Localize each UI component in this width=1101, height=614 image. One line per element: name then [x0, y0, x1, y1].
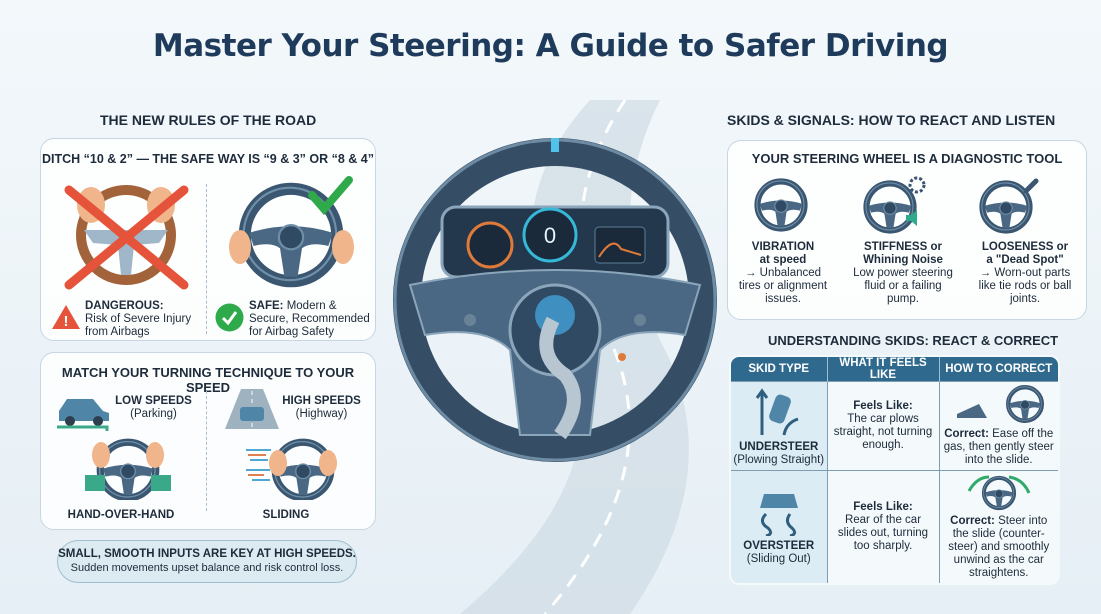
oversteer-sub: (Sliding Out) [746, 552, 811, 565]
sliding-label: SLIDING [262, 509, 310, 521]
diagnostic-panel: YOUR STEERING WHEEL IS A DIAGNOSTIC TOOL… [727, 140, 1087, 320]
tip-text: Sudden movements upset balance and risk … [70, 562, 344, 574]
oversteer-car-icon [759, 493, 798, 538]
skids-heading: UNDERSTANDING SKIDS: REACT & CORRECT [768, 333, 1059, 348]
looseness-wheel-chain-icon [978, 178, 1039, 235]
safe-text: Modern & Secure, Recommended for Airbag … [249, 300, 370, 338]
danger-text: Risk of Severe Injury from Airbags [85, 313, 192, 338]
stiffness-text: Low power steering fluid or a failing pu… [853, 267, 953, 305]
feels-like-label: Feels Like: [853, 500, 913, 513]
hand-position-heading: DITCH “10 & 2” — THE SAFE WAY IS “9 & 3”… [41, 152, 375, 166]
highway-car-icon [225, 389, 279, 429]
correct-label: Correct: [950, 515, 995, 528]
nine-three-wheel-icon [229, 176, 354, 295]
low-speeds-sub: (Parking) [130, 408, 177, 420]
hand-position-panel: DITCH “10 & 2” — THE SAFE WAY IS “9 & 3”… [40, 138, 376, 341]
left-section-heading: THE NEW RULES OF THE ROAD [100, 112, 317, 128]
vibration-subtitle: at speed [759, 254, 807, 266]
feels-like-label: Feels Like: [853, 399, 913, 412]
oversteer-label: OVERSTEER [743, 539, 815, 552]
vibration-wheel-icon [753, 177, 809, 233]
understeer-correct: Ease off the gas, then gently steer into… [943, 428, 1054, 467]
table-row-understeer: UNDERSTEER(Plowing Straight) Feels Like:… [731, 381, 1058, 471]
looseness-title: LOOSENESS or [981, 241, 1069, 253]
understeer-label: UNDERSTEER [739, 440, 819, 453]
right-section-heading: SKIDS & SIGNALS: HOW TO REACT AND LISTEN [727, 112, 1056, 128]
correct-label: Correct: [944, 428, 989, 441]
stiffness-wheel-gear-speaker-icon [862, 176, 926, 235]
high-speeds-title: HIGH SPEEDS [282, 395, 361, 407]
vibration-title: VIBRATION [751, 241, 815, 253]
diagnostic-heading: YOUR STEERING WHEEL IS A DIAGNOSTIC TOOL [751, 151, 1063, 166]
stiffness-subtitle: Whining Noise [863, 254, 943, 266]
danger-label: DANGEROUS: [85, 300, 164, 312]
car-parking-icon [57, 399, 109, 431]
safe-label: SAFE: [249, 300, 284, 312]
col-how-to-correct: HOW TO CORRECT [939, 357, 1058, 382]
low-speeds-title: LOW SPEEDS [115, 395, 192, 407]
oversteer-feels: Rear of the car slides out, turning too … [837, 513, 929, 552]
looseness-subtitle: a "Dead Spot" [986, 254, 1064, 266]
tip-bold: SMALL, SMOOTH INPUTS ARE KEY AT HIGH SPE… [58, 548, 356, 560]
col-feels-like: WHAT IT FEELS LIKE [827, 357, 940, 382]
svg-text:!: ! [64, 313, 69, 330]
understeer-sub: (Plowing Straight) [733, 453, 825, 466]
looseness-text: → Worn-out parts like tie rods or ball j… [978, 267, 1072, 305]
hand-over-hand-label: HAND-OVER-HAND [67, 509, 175, 521]
oversteer-correct: Steer into the slide (counter-steer) and… [948, 515, 1050, 580]
warning-icon: ! [52, 305, 80, 330]
page-title: Master Your Steering: A Guide to Safer D… [152, 28, 949, 64]
table-row-oversteer: OVERSTEER(Sliding Out) Feels Like:Rear o… [731, 469, 1058, 583]
central-steering-wheel: 0 [393, 138, 717, 462]
ten-two-wheel-crossed-icon [64, 185, 189, 290]
understeer-car-icon [755, 388, 799, 436]
col-skid-type: SKID TYPE [731, 357, 828, 382]
counter-steer-wheel-icon [967, 475, 1031, 511]
speedometer-readout: 0 [544, 223, 556, 248]
vibration-text: → Unbalanced tires or alignment issues. [738, 267, 828, 305]
stiffness-title: STIFFNESS or [864, 241, 942, 253]
understeer-feels: The car plows straight, not turning enou… [833, 412, 933, 451]
hand-over-hand-icon [85, 435, 171, 500]
turning-technique-panel: MATCH YOUR TURNING TECHNIQUE TO YOUR SPE… [40, 352, 376, 530]
pedal-and-wheel-icon [956, 384, 1049, 424]
high-speeds-sub: (Highway) [295, 408, 348, 420]
turning-heading: MATCH YOUR TURNING TECHNIQUE TO YOUR SPE… [61, 365, 355, 395]
tip-callout: SMALL, SMOOTH INPUTS ARE KEY AT HIGH SPE… [57, 540, 357, 583]
sliding-hands-icon [246, 435, 337, 500]
check-icon [215, 303, 244, 332]
